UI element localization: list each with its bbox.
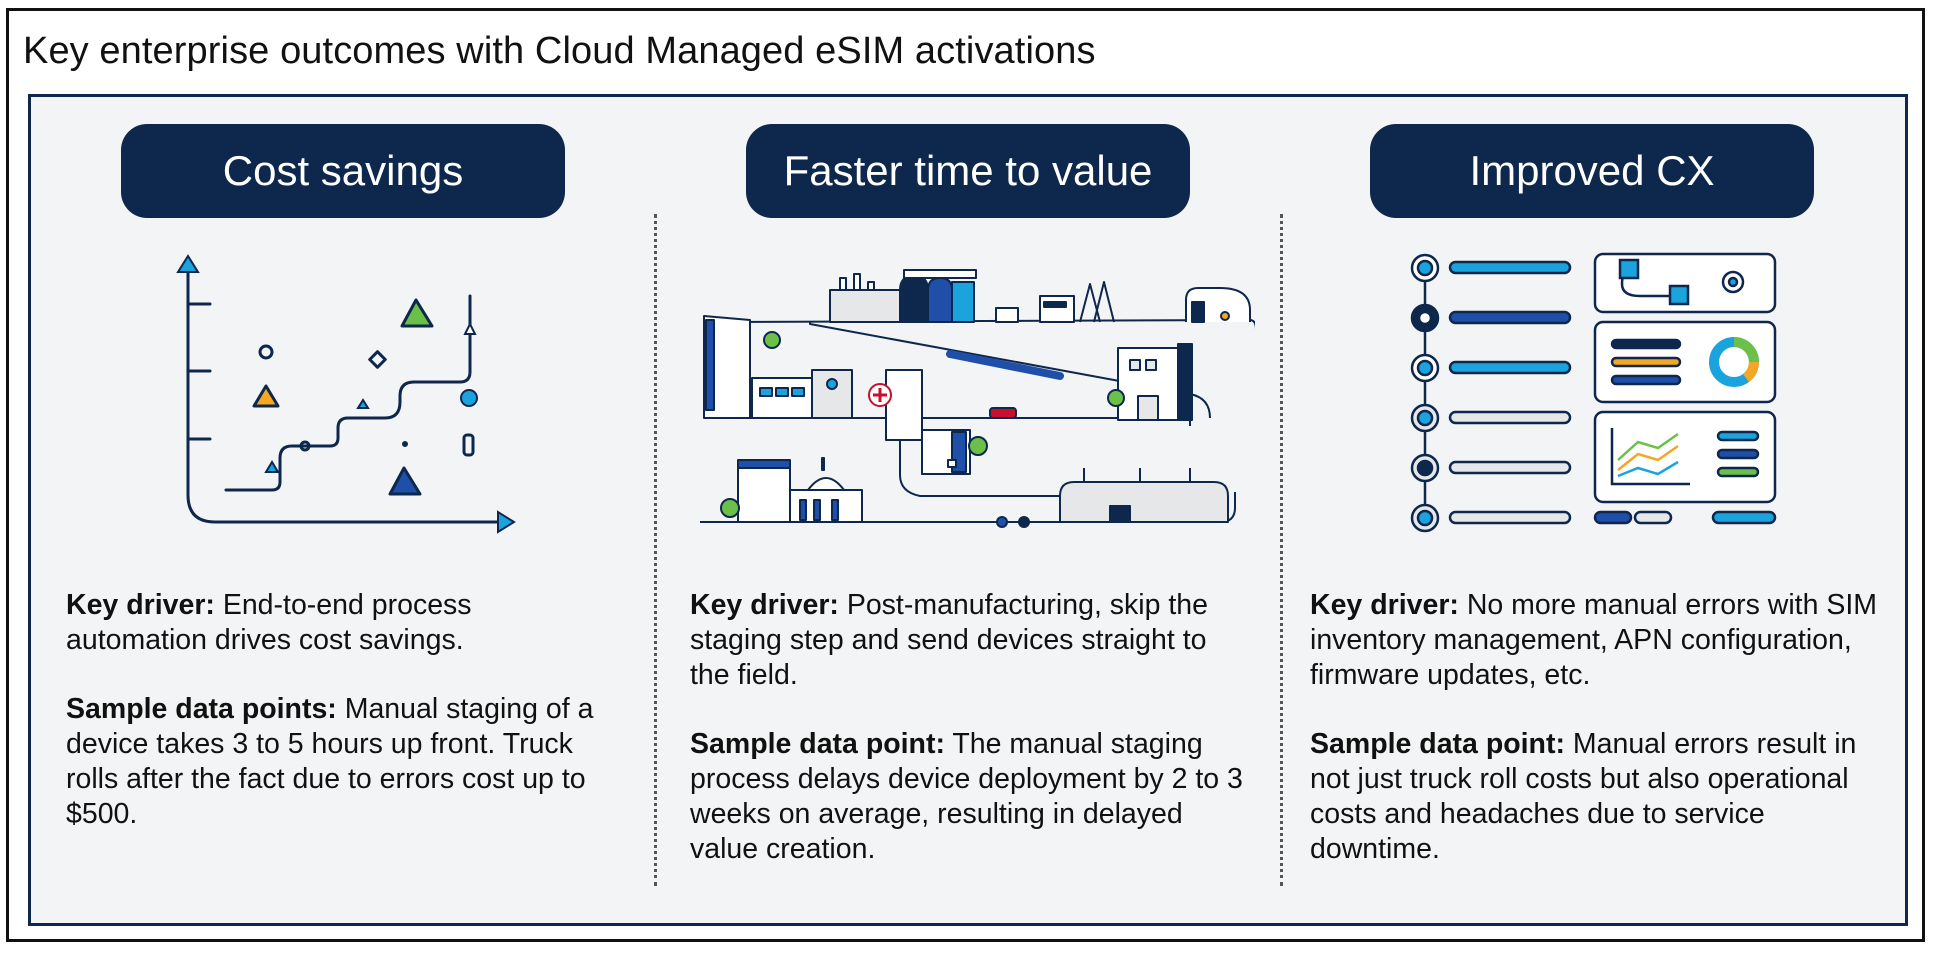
page-title: Key enterprise outcomes with Cloud Manag… [23, 30, 1096, 72]
faster-time-data-point: Sample data point: The manual staging pr… [690, 727, 1250, 867]
cost-savings-heading: Cost savings [121, 124, 565, 218]
cost-savings-text: Key driver: End-to-end process automatio… [66, 588, 606, 866]
data-point-label: Sample data point: [1310, 728, 1565, 760]
key-driver-label: Key driver: [66, 589, 215, 621]
key-driver-label: Key driver: [1310, 589, 1459, 621]
data-point-text: The manual staging process delays device… [690, 728, 1243, 865]
data-points-text: Manual staging of a device takes 3 to 5 … [66, 693, 594, 830]
column-divider-1 [654, 214, 657, 886]
city-landscape-icon [700, 269, 1255, 528]
faster-time-to-value-heading: Faster time to value [746, 124, 1190, 218]
dashboard-icon [1410, 252, 1777, 533]
data-point-label: Sample data point: [690, 728, 945, 760]
key-driver-label: Key driver: [690, 589, 839, 621]
column-divider-2 [1280, 214, 1283, 886]
cost-savings-driver: Key driver: End-to-end process automatio… [66, 588, 606, 658]
key-driver-text: Post-manufacturing, skip the staging ste… [690, 589, 1209, 691]
data-point-text: Manual errors result in not just truck r… [1310, 728, 1857, 865]
faster-time-to-value-text: Key driver: Post-manufacturing, skip the… [690, 588, 1250, 901]
improved-cx-text: Key driver: No more manual errors with S… [1310, 588, 1885, 901]
improved-cx-driver: Key driver: No more manual errors with S… [1310, 588, 1885, 693]
outcomes-panel [28, 94, 1908, 926]
data-points-label: Sample data points: [66, 693, 337, 725]
faster-time-driver: Key driver: Post-manufacturing, skip the… [690, 588, 1250, 693]
key-driver-text: End-to-end process automation drives cos… [66, 589, 472, 656]
stepped-growth-chart-icon [176, 254, 516, 534]
improved-cx-heading: Improved CX [1370, 124, 1814, 218]
key-driver-text: No more manual errors with SIM inventory… [1310, 589, 1878, 691]
cost-savings-data-points: Sample data points: Manual staging of a … [66, 692, 606, 832]
improved-cx-data-point: Sample data point: Manual errors result … [1310, 727, 1885, 867]
